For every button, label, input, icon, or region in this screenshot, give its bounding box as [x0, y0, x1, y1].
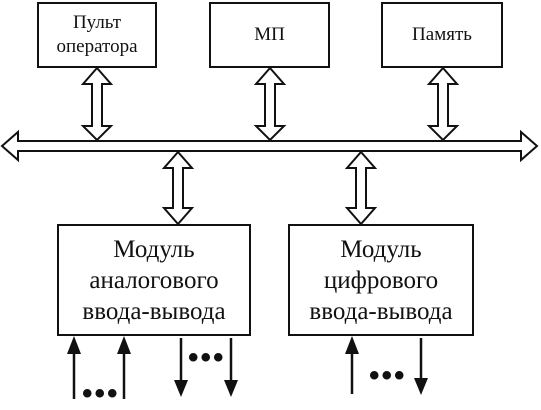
- mp-bus-arrow: [253, 66, 287, 142]
- operator-console-label-line1: Пульт: [72, 12, 122, 33]
- analog-module-label-line3: ввода-вывода: [82, 297, 226, 325]
- digital-module-label-line3: ввода-вывода: [309, 297, 453, 325]
- system-bus: [0, 129, 539, 163]
- analog-output-arrow-2: [224, 338, 238, 397]
- analog-input-arrow-1: [67, 336, 81, 399]
- digital-module-label-line2: цифрового: [323, 266, 439, 294]
- mp-block: МП: [209, 2, 330, 68]
- operator-console-label-line2: оператора: [56, 36, 138, 57]
- analog-output-arrow-1: [174, 338, 188, 397]
- memory-block: Память: [381, 2, 503, 68]
- digital-input-arrow: [345, 336, 359, 394]
- analog-io-module-block: Модуль аналогового ввода-вывода: [57, 224, 251, 336]
- analog-inputs-ellipsis: •••: [82, 377, 120, 410]
- operator-console-block: Пульт оператора: [37, 2, 157, 68]
- analog-outputs-ellipsis: •••: [188, 341, 226, 374]
- digital-io-ellipsis: •••: [369, 359, 407, 392]
- digital-bus-arrow: [344, 150, 378, 226]
- digital-module-label-line1: Модуль: [340, 235, 422, 263]
- analog-input-arrow-2: [117, 336, 131, 399]
- analog-bus-arrow: [161, 150, 195, 226]
- digital-io-module-block: Модуль цифрового ввода-вывода: [288, 224, 474, 336]
- memory-bus-arrow: [426, 66, 460, 142]
- memory-label: Память: [412, 24, 472, 45]
- analog-module-label-line2: аналогового: [89, 266, 219, 294]
- digital-output-arrow: [414, 338, 428, 395]
- analog-module-label-line1: Модуль: [113, 235, 195, 263]
- operator-bus-arrow: [80, 66, 114, 142]
- mp-label: МП: [254, 24, 285, 45]
